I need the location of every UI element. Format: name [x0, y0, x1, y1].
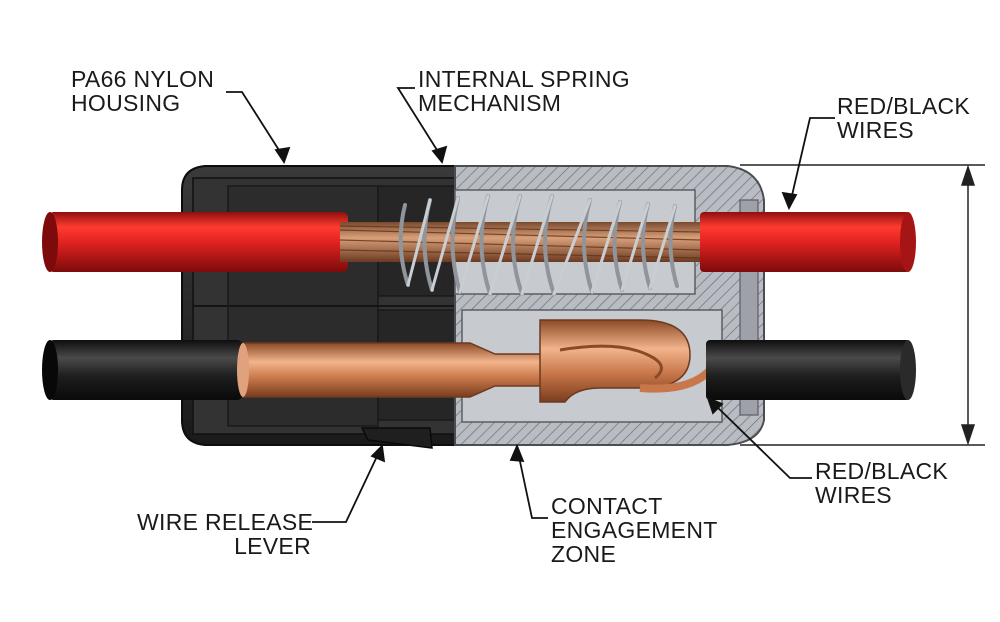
leader-lines [226, 87, 835, 523]
copper-strands [339, 222, 701, 262]
spring-coil [398, 194, 679, 296]
black-wire-left [42, 340, 243, 400]
label-housing-line-2: HOUSING [71, 90, 181, 116]
label-spring-line-1: INTERNAL SPRING [418, 66, 630, 92]
label-contact-zone-line-3: ZONE [551, 541, 617, 567]
label-wires-bottom: RED/BLACK WIRES [815, 459, 948, 507]
red-wire-right [700, 212, 916, 272]
label-wires-top-line-1: RED/BLACK [837, 93, 971, 119]
height-dimension [740, 164, 985, 446]
label-contact-zone-line-1: CONTACT [551, 493, 663, 519]
copper-contact-pin [237, 342, 546, 398]
label-wires-bottom-line-1: RED/BLACK [815, 458, 949, 484]
label-release-lever-line-1: WIRE RELEASE [137, 509, 314, 535]
label-wires-top: RED/BLACK WIRES [837, 94, 970, 142]
label-wires-bottom-line-2: WIRES [815, 482, 892, 508]
label-wires-top-line-2: WIRES [837, 117, 914, 143]
label-release-lever: WIRE RELEASE LEVER [137, 509, 314, 559]
red-wire-left [42, 212, 348, 272]
label-contact-zone-line-2: ENGAGEMENT [551, 517, 718, 543]
label-spring-mechanism: INTERNAL SPRING MECHANISM [418, 67, 630, 115]
copper-spring-contact [539, 319, 713, 403]
label-release-lever-line-2: LEVER [234, 533, 311, 559]
label-spring-line-2: MECHANISM [418, 90, 562, 116]
label-housing: PA66 NYLON HOUSING [71, 67, 214, 115]
label-contact-zone: CONTACT ENGAGEMENT ZONE [551, 494, 718, 566]
black-wire-right [706, 340, 916, 400]
label-housing-line-1: PA66 NYLON [71, 66, 215, 92]
